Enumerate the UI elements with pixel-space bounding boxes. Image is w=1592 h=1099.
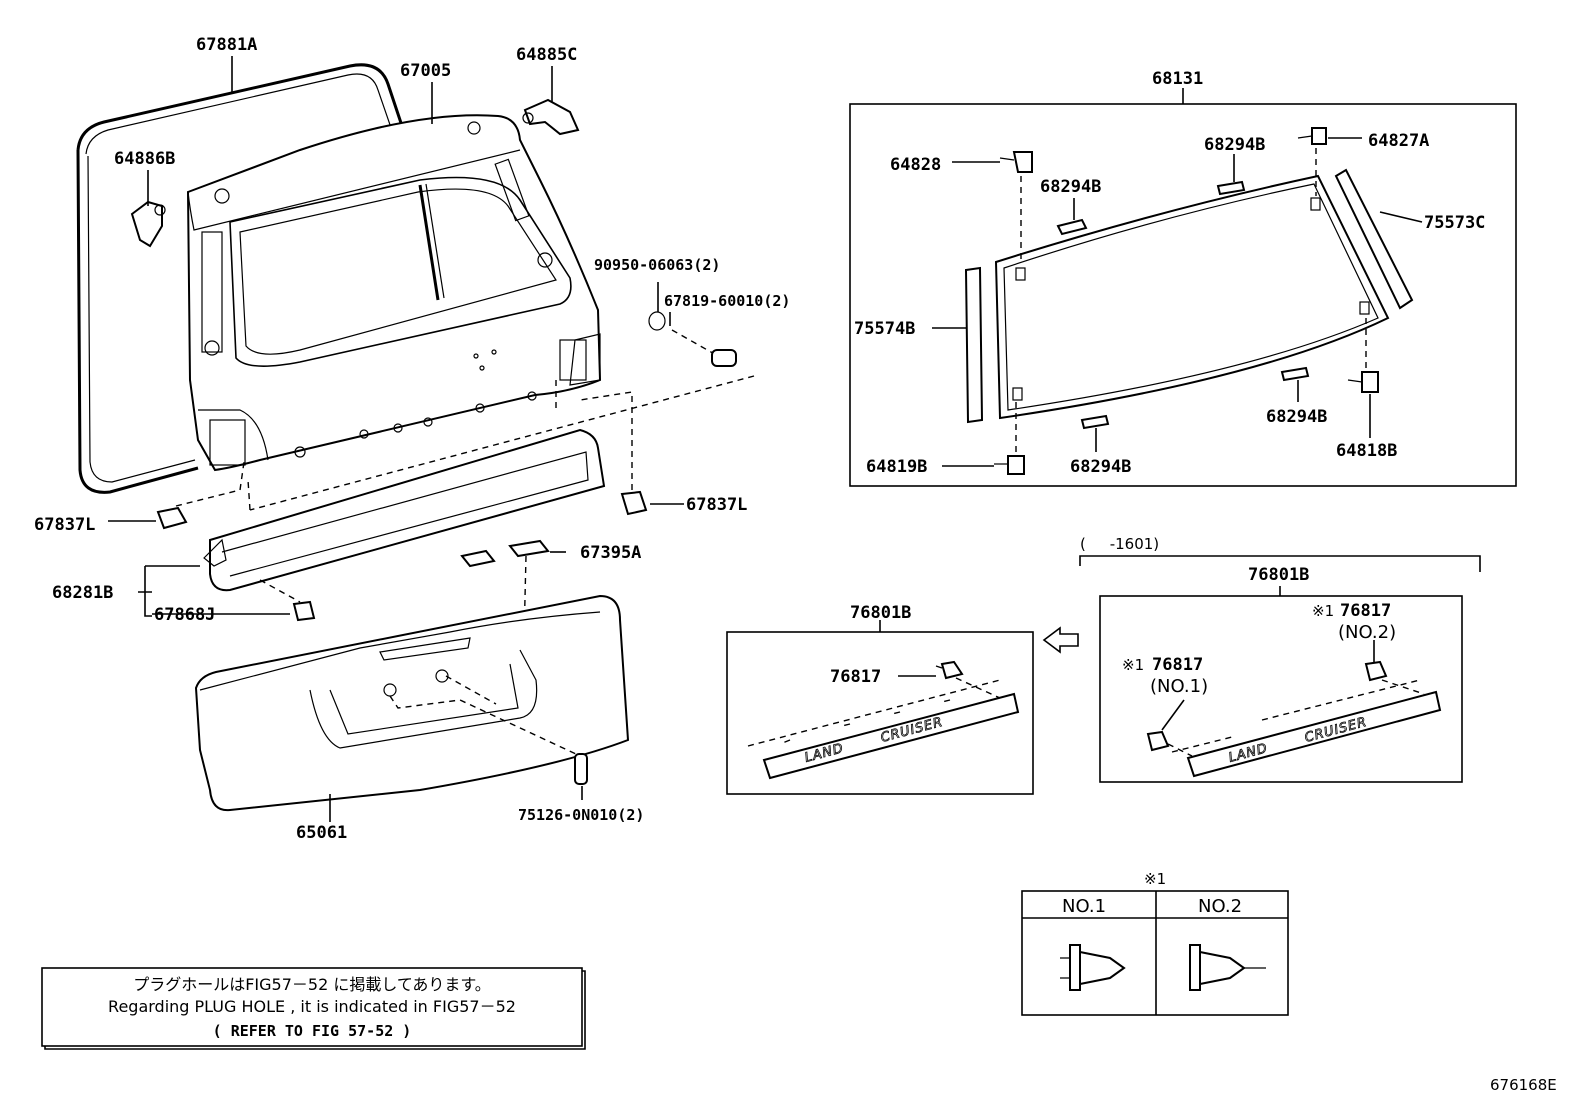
label-68281B: 68281B [52,583,113,603]
label-76817-no1-sub: (NO.1) [1150,676,1208,697]
production-range: ( -1601) [1080,535,1159,553]
label-75574B: 75574B [854,319,915,339]
label-67837L-right: 67837L [686,495,747,515]
label-76801B-left: 76801B [850,603,911,623]
back-door-67005 [186,114,602,472]
emblem-box-right [1099,595,1463,783]
outside-garnish-65061 [194,594,630,812]
hinge-64886B [130,200,166,248]
footnote-mark: ※1 [1144,870,1166,888]
clip-67837L-right [620,490,648,516]
pad-67395A [460,539,550,568]
label-68131: 68131 [1152,69,1203,89]
garnish-68281B [203,428,606,592]
label-64818B: 64818B [1336,441,1397,461]
mark-76817-no1: ※1 [1122,656,1144,674]
clip-67837L-left [156,506,188,530]
emblem-plate-left [747,679,1020,780]
label-75573C: 75573C [1424,213,1485,233]
mark-76817-no2: ※1 [1312,602,1334,620]
clip-64818B [1347,371,1379,393]
label-76817-left: 76817 [830,667,881,687]
clip-64828 [999,151,1033,173]
clip-table-col1: NO.1 [1062,896,1106,917]
spacer-68294B-b [1216,180,1246,196]
note-line3: ( REFER TO FIG 57-52 ) [213,1022,412,1040]
grommet-67819 [711,349,737,367]
label-67881A: 67881A [196,35,257,55]
label-67837L-left: 67837L [34,515,95,535]
label-90950: 90950-06063(2) [594,256,720,274]
clip-67868J [292,600,316,622]
label-76817-no2-sub: (NO.2) [1338,622,1396,643]
label-64885C: 64885C [516,45,577,65]
arrow-left-icon [1042,626,1079,654]
label-64827A: 64827A [1368,131,1429,151]
label-64819B: 64819B [866,457,927,477]
label-68294B-c: 68294B [1266,407,1327,427]
label-76801B-top: 76801B [1248,565,1309,585]
note-box [41,967,586,1050]
back-window-glass-68131 [994,174,1390,420]
hinge-64885C [522,98,580,136]
molding-75574B [964,266,984,424]
spacer-68294B-a [1056,218,1088,236]
label-64886B: 64886B [114,149,175,169]
plug-90950 [648,311,666,331]
clip-76817-no1 [1146,730,1170,752]
label-67819: 67819-60010(2) [664,292,790,310]
label-68294B-b: 68294B [1204,135,1265,155]
clip-64819B [994,455,1025,475]
label-76817-no1: 76817 [1152,655,1203,675]
clip-76817-left [935,660,964,680]
emblem-plate-right [1171,679,1442,778]
clip-75126 [574,753,588,785]
label-67395A: 67395A [580,543,641,563]
molding-75573C [1334,168,1414,310]
label-76817-no2: 76817 [1340,601,1391,621]
figure-id: 676168E [1490,1076,1557,1094]
label-68294B-d: 68294B [1070,457,1131,477]
note-line1: プラグホールはFIG57－52 に掲載してあります。 [133,975,491,994]
label-75126: 75126-0N010(2) [518,806,644,824]
spacer-68294B-c [1280,366,1310,382]
spacer-68294B-d [1080,414,1110,430]
label-67005: 67005 [400,61,451,81]
weatherstrip-67881A [76,63,412,494]
label-67868J: 67868J [154,605,215,625]
label-64828: 64828 [890,155,941,175]
note-line2: Regarding PLUG HOLE , it is indicated in… [108,997,516,1016]
label-68294B-a: 68294B [1040,177,1101,197]
clip-table-col2: NO.2 [1198,896,1242,917]
clip-64827A [1297,127,1327,145]
label-65061: 65061 [296,823,347,843]
clip-table [1021,890,1289,1016]
clip-76817-no2 [1364,660,1388,682]
